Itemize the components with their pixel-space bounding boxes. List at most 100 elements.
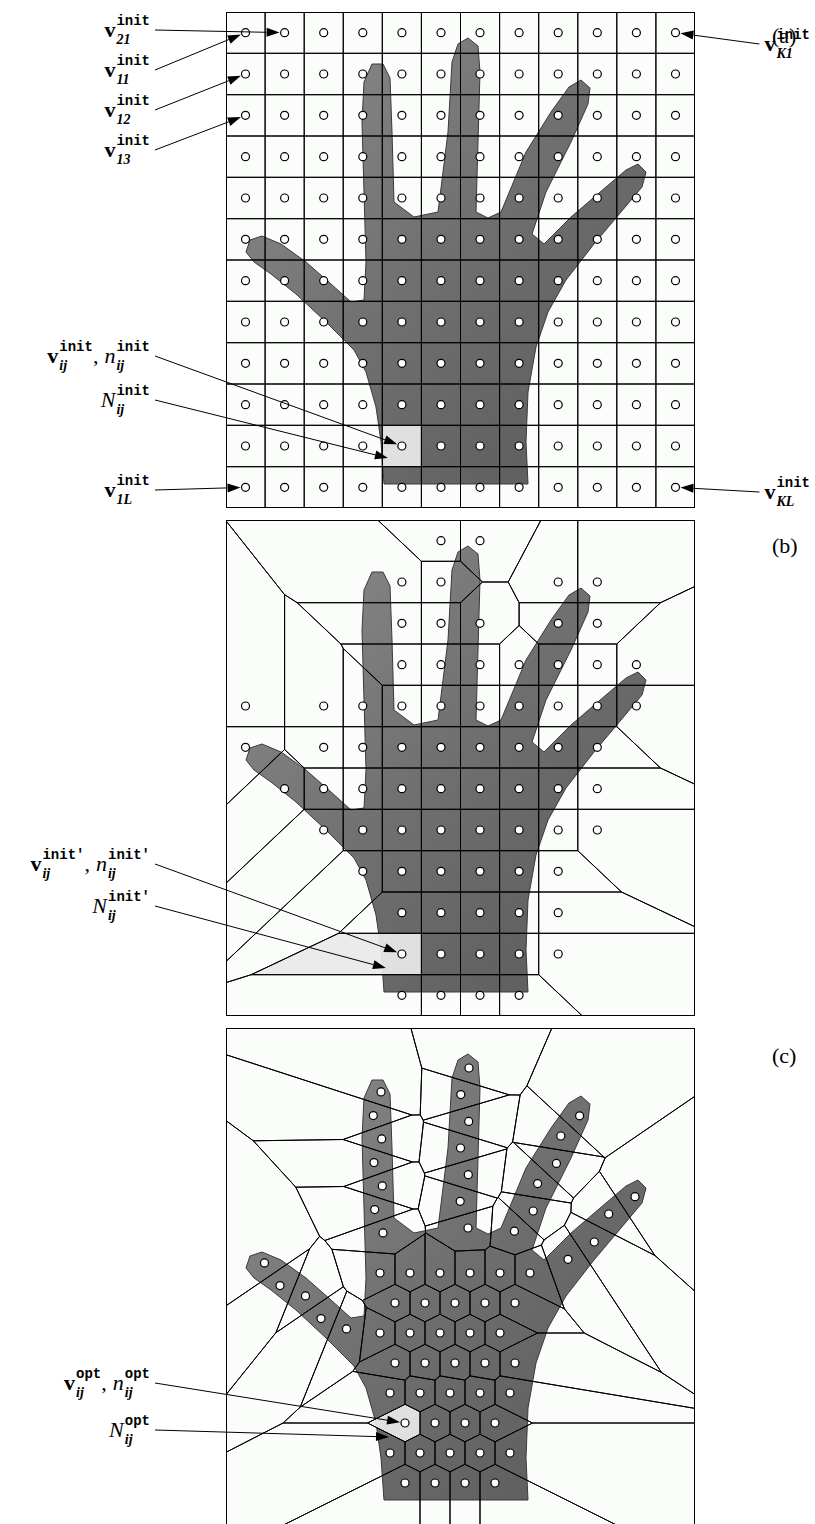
site-point [515,826,523,834]
cell-border [265,260,304,301]
site-point [672,401,680,409]
cell-border [656,12,695,53]
site-point [476,1389,484,1397]
cell-border [539,851,622,892]
site-point [506,1389,514,1397]
site-point [261,1259,269,1267]
math-label: vinitij,ninitij [47,339,150,374]
site-point [496,1269,504,1277]
cell-border [395,1234,425,1292]
site-point [564,1255,572,1263]
site-point [672,153,680,161]
cell-border [304,301,343,342]
cell-border [285,595,344,727]
site-point [464,1224,472,1232]
cell-border [343,768,382,809]
leader-line [155,906,373,965]
site-point [242,235,250,243]
site-point [281,359,289,367]
cell-border [461,177,500,218]
panel-content [226,12,695,508]
site-point [391,1359,399,1367]
site-point [302,1292,310,1300]
site-point [436,1329,444,1337]
site-point [378,1182,386,1190]
cell-border [304,343,343,384]
cell-border [382,851,421,892]
arrowhead [227,35,241,44]
arrowhead [681,484,694,493]
cell-border [226,851,382,983]
cell-border [425,1233,455,1292]
site-point [320,153,328,161]
arrowhead [383,436,397,445]
cell-border [421,95,460,136]
math-label: vinit1L [104,473,150,508]
site-point [281,194,289,202]
cell-border [378,520,461,561]
site-point [554,235,562,243]
leader-line [155,40,229,71]
cell-border [527,1028,695,1158]
cell-border [500,975,583,1016]
site-point [632,318,640,326]
math-label: Ninit′ij [92,889,150,924]
cell-border [513,1142,605,1198]
highlighted-cell [382,425,421,466]
site-point [276,1282,284,1290]
cell-border [539,467,578,508]
separator: , [93,343,99,369]
site-point [421,1359,429,1367]
site-point [554,826,562,834]
script-stack: init11 [116,53,150,88]
cell-border [251,933,421,974]
cell-border [500,892,539,933]
site-point [398,909,406,917]
site-point [437,537,445,545]
vector-symbol: v [764,479,775,505]
subscript: 1L [116,492,132,508]
cell-border [304,768,343,809]
vector-symbol: v [104,17,115,43]
site-point [476,70,484,78]
site-point [446,1449,454,1457]
cell-border [265,384,304,425]
panel-letter: (b) [772,533,798,559]
cell-border [461,933,500,974]
cell-border [265,95,304,136]
site-point [515,702,523,710]
cell-border [461,53,500,94]
cell-border [461,975,500,1016]
site-point [359,277,367,285]
site-point [593,194,601,202]
cell-border [495,1423,695,1524]
site-point [593,359,601,367]
site-point [672,29,680,37]
cell-border [421,561,482,602]
cell-border [343,301,382,342]
cell-border [421,685,460,726]
cell-border [226,425,265,466]
site-point [281,277,289,285]
italic-symbol: n [96,851,107,877]
site-point [359,235,367,243]
cell-border [500,809,539,850]
site-point [576,1112,584,1120]
cell-border [578,219,617,260]
site-point [359,826,367,834]
site-point [515,867,523,875]
cell-border [539,95,578,136]
site-point [398,785,406,793]
cell-border [490,1197,544,1254]
site-point [416,1449,424,1457]
site-point [242,111,250,119]
cell-border [343,53,382,94]
arrowhead [227,117,241,126]
site-point [281,235,289,243]
cell-border [276,1236,344,1332]
subscript: ij [108,908,116,924]
cell-border [500,933,539,974]
cell-border [424,1149,507,1198]
cell-border [617,425,656,466]
site-point [406,1329,414,1337]
